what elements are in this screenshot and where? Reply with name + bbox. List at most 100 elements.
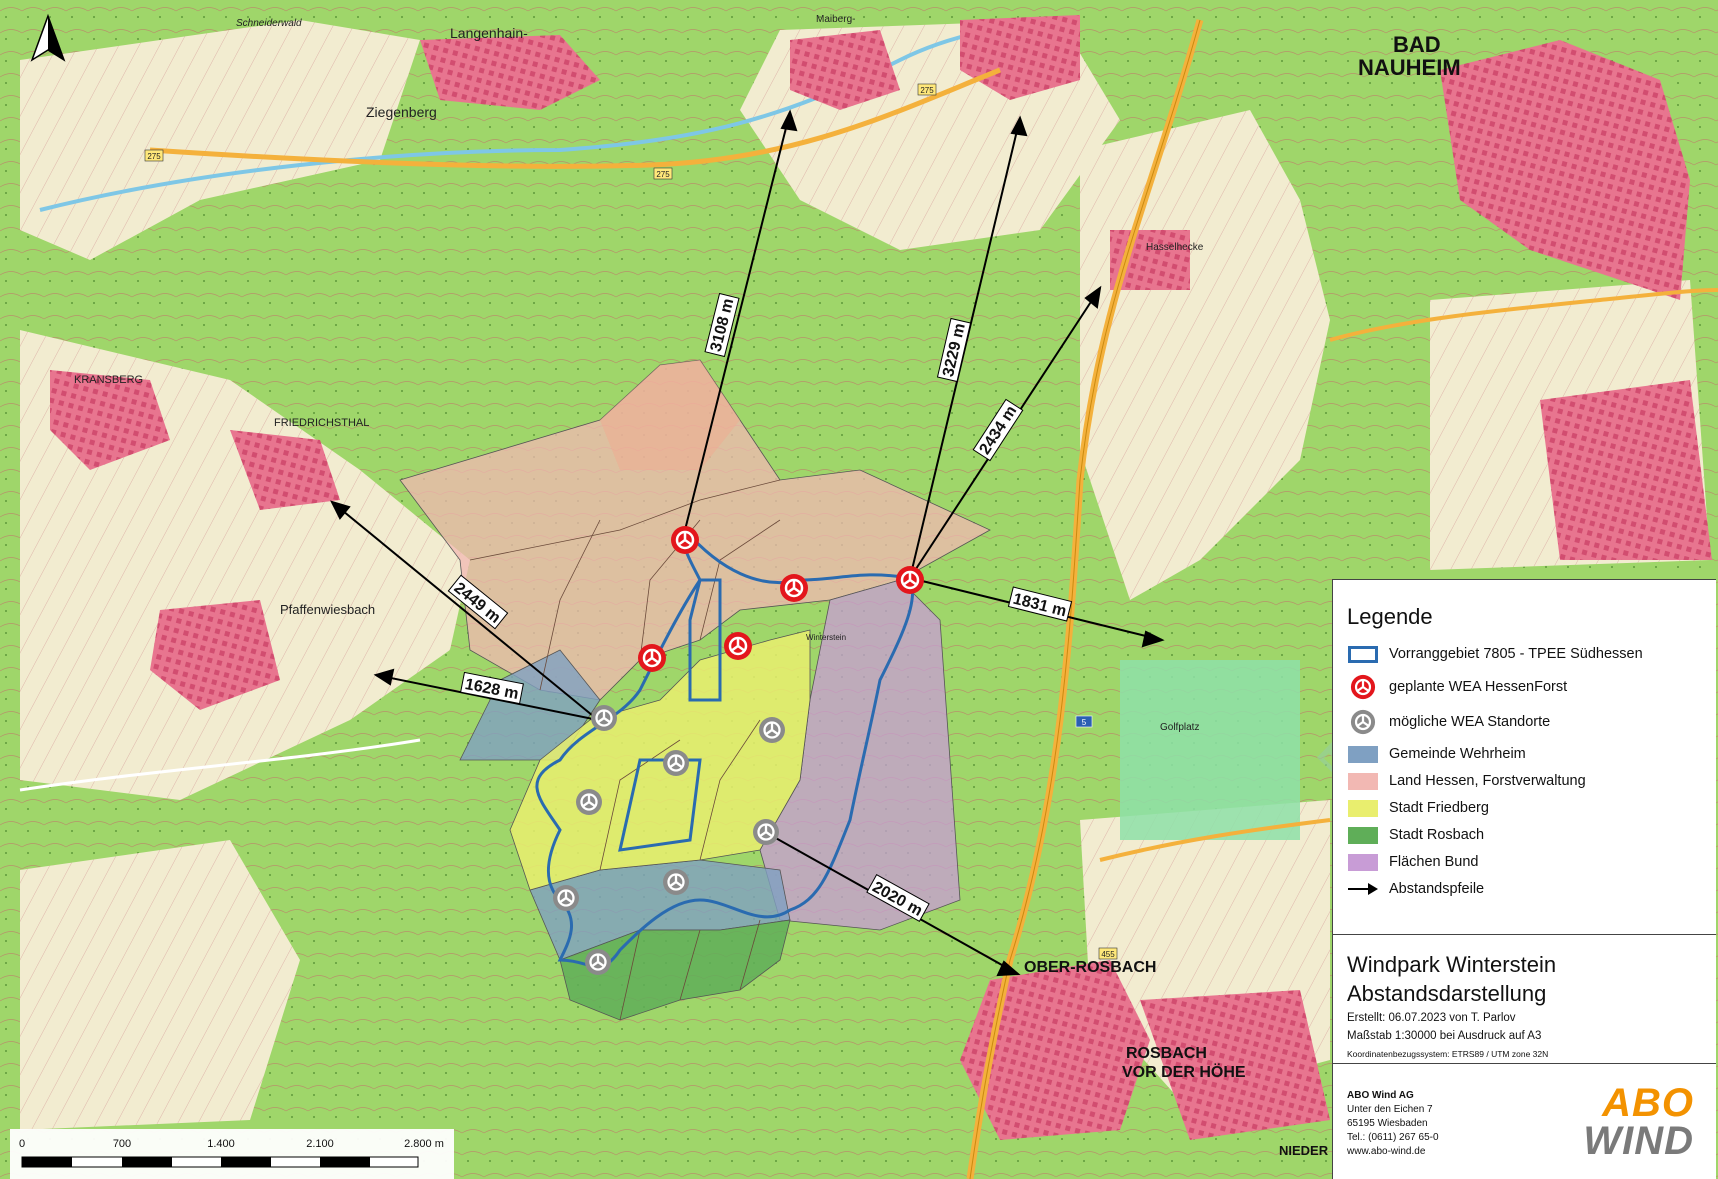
settlement-rosbach [1140,990,1330,1140]
place-bad-nauheim-1: BAD [1393,32,1441,57]
turbine-grey-icon [1350,709,1376,735]
arrow-right-icon [1348,883,1378,895]
possible-turbines [553,705,785,975]
title-block: Windpark Winterstein Abstandsdarstellung… [1332,934,1716,1064]
turbine-possible-8[interactable] [585,949,611,975]
outline-swatch-icon [1348,645,1378,663]
swatch-bund [1348,853,1378,871]
legend-label: Gemeinde Wehrheim [1389,746,1526,762]
place-rosbach-1: ROSBACH [1126,1045,1207,1062]
place-nieder: NIEDER [1279,1143,1329,1158]
settlement-kransberg [50,370,170,470]
golf-course [1120,660,1300,840]
legend-label: mögliche WEA Standorte [1389,714,1551,730]
svg-text:455: 455 [1101,950,1115,959]
scale-label-3: 2.100 [306,1138,334,1150]
logo-wind: WIND [1583,1119,1694,1163]
company-website[interactable]: www.abo-wind.de [1347,1146,1426,1157]
legend-item-land-hessen: Land Hessen, Forstverwaltung [1347,769,1586,793]
company-name: ABO Wind AG [1347,1090,1414,1101]
legend-item-geplante-wea: geplante WEA HessenForst [1347,674,1568,700]
parcel-stadt-rosbach [559,919,791,1021]
scale-label-0: 0 [19,1138,25,1150]
road-shield-275-b: 275 [653,167,673,180]
svg-text:275: 275 [920,86,934,95]
turbine-planned-4[interactable] [638,644,666,672]
legend-title: Legende [1347,604,1433,629]
fields-southwest [20,840,300,1130]
company-block: ABO Wind AG Unter den Eichen 7 65195 Wie… [1332,1063,1716,1179]
legend-label: Stadt Friedberg [1389,800,1489,816]
place-maiberg: Maiberg- [816,14,855,25]
company-city: 65195 Wiesbaden [1347,1118,1428,1129]
fields-northwest [20,20,420,260]
turbine-planned-5[interactable] [724,632,752,660]
scale-label-4: 2.800 m [404,1138,444,1150]
turbine-planned-1[interactable] [671,526,699,554]
place-bad-nauheim-2: NAUHEIM [1358,55,1461,80]
scale-bar: 0 700 1.400 2.100 2.800 m [10,1129,454,1179]
road-west [19,738,421,792]
legend-label: Vorranggebiet 7805 - TPEE Südhessen [1389,646,1643,662]
settlement-ober-moerlen [790,30,900,110]
crs-info: Koordinatenbezugssystem: ETRS89 / UTM zo… [1347,1049,1549,1059]
turbine-planned-3[interactable] [896,566,924,594]
river-usa [39,18,1061,212]
turbine-possible-5[interactable] [753,819,779,845]
road-shield-a5: 5 [1075,715,1093,728]
place-ziegenberg: Ziegenberg [366,104,437,120]
turbine-possible-6[interactable] [663,869,689,895]
swatch-rosbach [1348,826,1378,844]
legend-label: Flächen Bund [1389,854,1479,870]
turbine-possible-2[interactable] [759,717,785,743]
road-shield-275-a: 275 [144,149,164,162]
settlement-friedrichsthal [230,430,340,510]
place-langenhain: Langenhain- [450,25,528,41]
turbine-possible-4[interactable] [576,789,602,815]
legend-label: Abstandspfeile [1389,881,1485,897]
legend-item-rosbach: Stadt Rosbach [1347,823,1484,847]
abo-wind-logo: ABO WIND [1583,1083,1694,1163]
company-street: Unter den Eichen 7 [1347,1104,1433,1115]
legend-item-vorranggebiet: Vorranggebiet 7805 - TPEE Südhessen [1347,642,1643,666]
place-rosbach-2: VOR DER HÖHE [1122,1062,1246,1081]
turbine-possible-7[interactable] [553,885,579,911]
scale-label-1: 700 [113,1138,131,1150]
company-phone: Tel.: (0611) 267 65-0 [1347,1132,1439,1143]
settlement-pfaffenwiesbach [150,600,280,710]
legend-item-wehrheim: Gemeinde Wehrheim [1347,742,1526,766]
map-title: Windpark Winterstein [1347,952,1557,977]
created-info: Erstellt: 06.07.2023 von T. Parlov [1347,1012,1516,1024]
road-east [1329,288,1718,342]
settlement-ober-rosbach [960,960,1150,1140]
legend-item-moegliche-wea: mögliche WEA Standorte [1347,709,1551,735]
turbine-planned-2[interactable] [780,574,808,602]
settlement-bad-nauheim-south [1540,380,1712,560]
scale-label-2: 1.400 [207,1138,235,1150]
parcel-boundaries [469,479,781,1021]
turbine-possible-1[interactable] [591,705,617,731]
road-b275 [149,67,1001,169]
settlement-langenhain [420,35,600,110]
scale-info: Maßstab 1:30000 bei Ausdruck auf A3 [1347,1030,1542,1042]
turbine-possible-3[interactable] [663,750,689,776]
legend-label: Stadt Rosbach [1389,827,1485,843]
road-shield-455: 455 [1098,947,1118,960]
legend-item-abstandspfeile: Abstandspfeile [1347,877,1484,901]
svg-text:275: 275 [147,152,161,161]
place-schneiderwald: Schneiderwald [236,18,302,29]
map-subtitle: Abstandsdarstellung [1347,981,1547,1006]
settlement-north-center [960,15,1080,100]
legend-item-friedberg: Stadt Friedberg [1347,796,1489,820]
swatch-friedberg [1348,799,1378,817]
place-winterstein: Winterstein [806,633,846,642]
legend-label: geplante WEA HessenForst [1389,679,1568,695]
place-kransberg: KRANSBERG [74,374,143,386]
swatch-land-hessen [1348,772,1378,790]
road-b455 [1099,818,1331,862]
map-legend: Legende Vorranggebiet 7805 - TPEE Südhes… [1332,579,1716,935]
place-golfplatz: Golfplatz [1160,722,1199,733]
road-shield-275-c: 275 [917,83,937,96]
priority-area-inner [688,578,722,702]
